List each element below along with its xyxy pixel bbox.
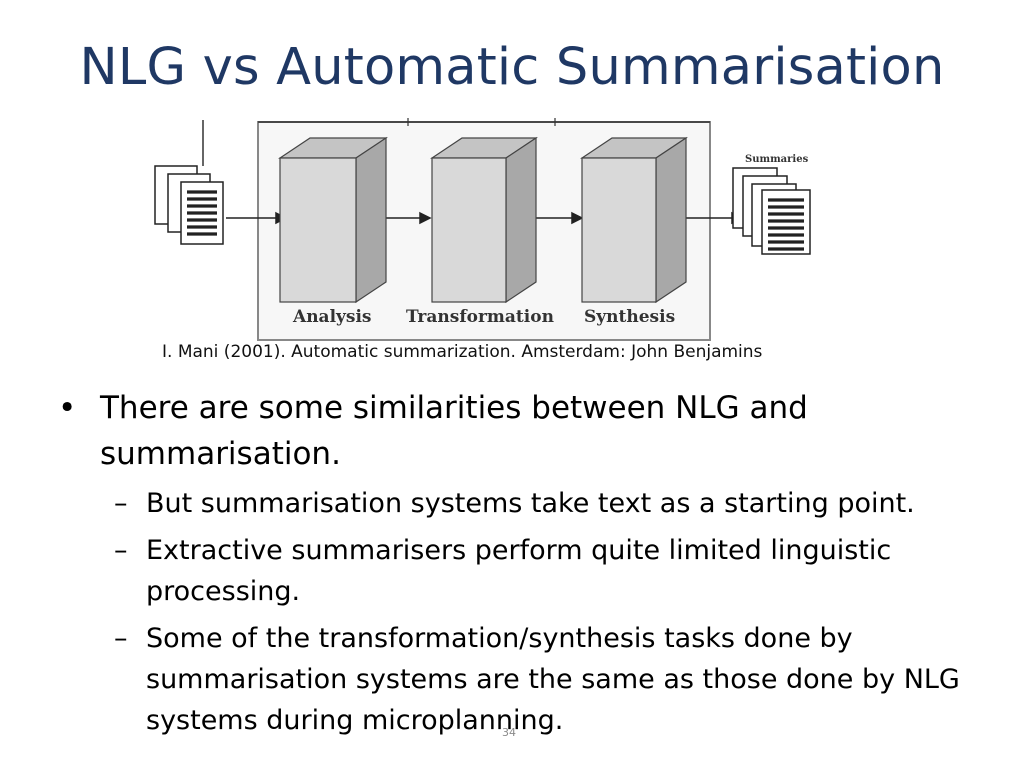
stage-label-transformation: Transformation	[406, 307, 554, 327]
sub-bullet-text: Extractive summarisers perform quite lim…	[146, 535, 892, 607]
bullet-list: • There are some similarities between NL…	[58, 385, 998, 741]
summaries-documents-icon	[732, 167, 811, 255]
dash-icon: –	[114, 623, 128, 654]
synthesis-box	[580, 136, 688, 304]
input-documents-icon	[154, 165, 224, 245]
bullet-icon: •	[58, 390, 77, 426]
sub-bullet-text: But summarisation systems take text as a…	[146, 488, 915, 519]
page-number: 34	[502, 726, 516, 739]
figure-citation: I. Mani (2001). Automatic summarization.…	[162, 342, 763, 362]
dash-icon: –	[114, 535, 128, 566]
slide-title: NLG vs Automatic Summarisation	[79, 38, 945, 97]
arrow-icon	[571, 211, 584, 225]
analysis-box	[278, 136, 388, 304]
sub-bullet-item: – Extractive summarisers perform quite l…	[58, 530, 998, 612]
summarisation-pipeline-figure: Summaries Analysis Transformation Synthe…	[150, 110, 840, 350]
sub-bullet-text: Some of the transformation/synthesis tas…	[146, 623, 960, 736]
stage-label-synthesis: Synthesis	[584, 307, 676, 327]
arrow-icon	[419, 211, 432, 225]
stage-label-analysis: Analysis	[293, 307, 372, 327]
bullet-item: • There are some similarities between NL…	[58, 385, 998, 477]
sub-bullet-item: – Some of the transformation/synthesis t…	[58, 618, 998, 741]
sub-bullet-item: – But summarisation systems take text as…	[58, 483, 998, 524]
summaries-label: Summaries	[745, 154, 809, 165]
transformation-box	[430, 136, 538, 304]
bullet-text: There are some similarities between NLG …	[100, 390, 808, 472]
dash-icon: –	[114, 488, 128, 519]
pipeline-diagram	[154, 118, 811, 341]
